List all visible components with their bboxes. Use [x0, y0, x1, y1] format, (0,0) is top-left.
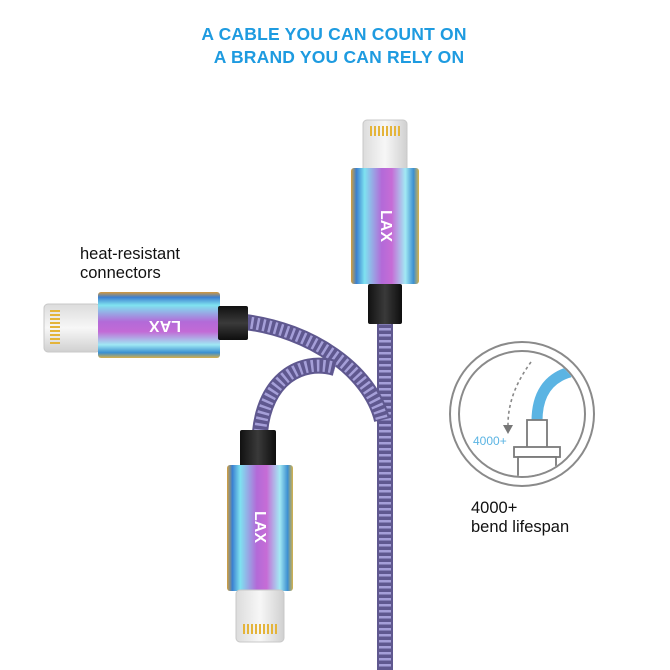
svg-text:LAX: LAX	[251, 511, 268, 543]
lightning-connector-top: LAX	[351, 119, 419, 324]
bend-lifespan-icon: 4000+	[449, 341, 595, 487]
headline-line-1: A CABLE YOU CAN COUNT ON	[201, 24, 467, 44]
bend-lifespan-callout: 4000+ bend lifespan	[471, 499, 570, 536]
lightning-connector-bottom: LAX	[227, 430, 293, 643]
svg-text:LAX: LAX	[149, 317, 181, 334]
brand-logo: LAX	[377, 210, 394, 242]
heat-resistant-callout: heat-resistant connectors	[80, 245, 180, 282]
headline-line-2: A BRAND YOU CAN RELY ON	[213, 47, 465, 67]
braided-cable	[243, 314, 393, 670]
bend-count-label: 4000+	[473, 434, 507, 448]
lightning-connector-left: LAX	[43, 292, 248, 358]
gold-contacts	[370, 126, 400, 136]
